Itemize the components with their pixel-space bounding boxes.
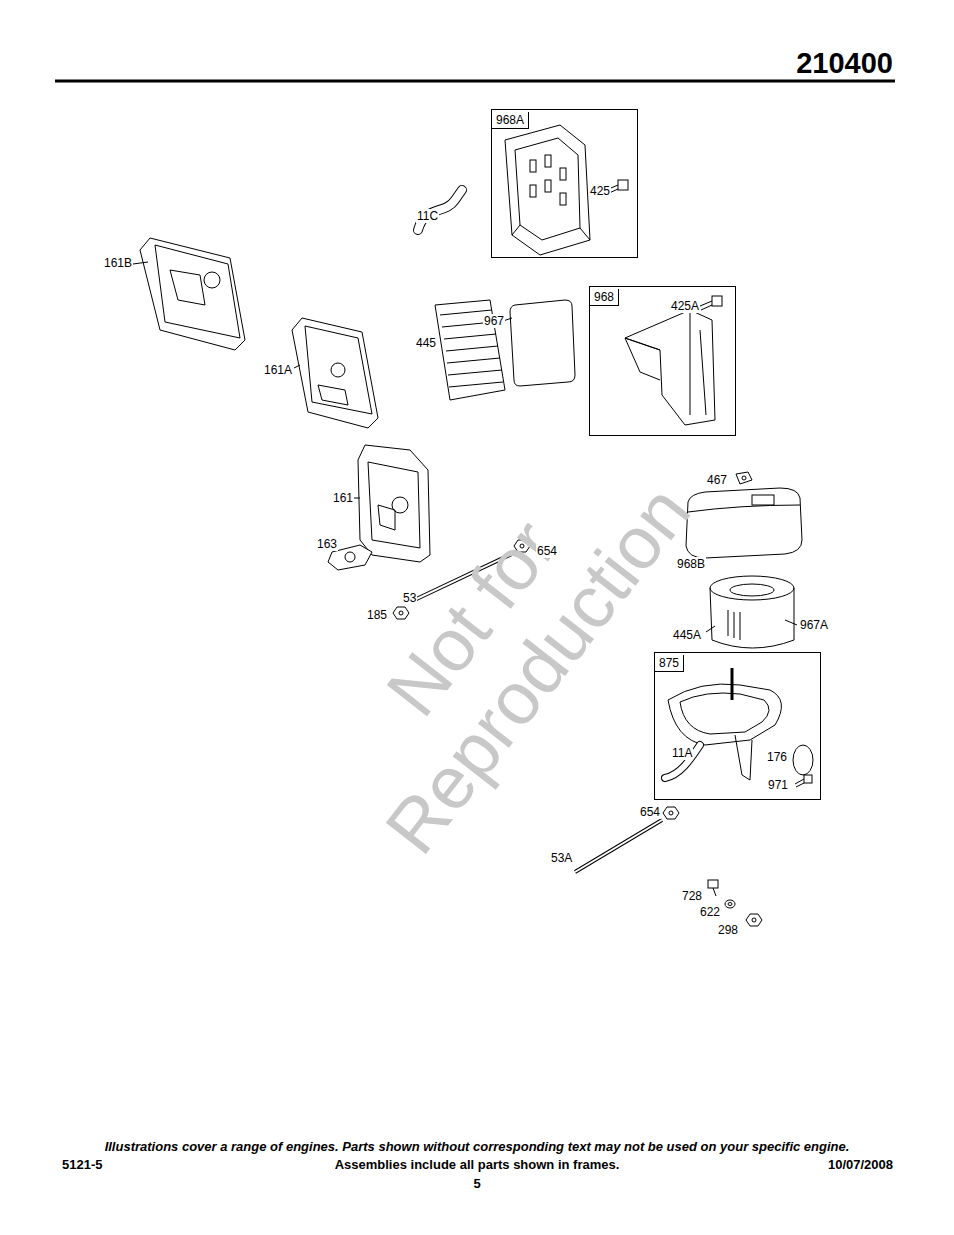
- assembly-number: 968: [590, 289, 619, 306]
- footer-text: 5121-5: [62, 1158, 102, 1172]
- footer-text: Assemblies include all parts shown in fr…: [277, 1158, 677, 1172]
- callout-number: 161: [332, 491, 354, 505]
- footer-text: Illustrations cover a range of engines. …: [40, 1140, 914, 1154]
- callout-number: 161B: [103, 256, 133, 270]
- air-cleaner-cover: [625, 296, 722, 425]
- header-rule: [55, 80, 895, 83]
- callout-number: 654: [639, 805, 661, 819]
- callout-number: 425A: [670, 299, 700, 313]
- air-cleaner-base: [505, 125, 590, 255]
- callout-number: 163: [316, 537, 338, 551]
- nut: [746, 914, 762, 926]
- assembly-frame: 968: [589, 286, 736, 436]
- page-title: 210400: [796, 47, 893, 79]
- callout-number: 298: [717, 923, 739, 937]
- callout-number: 176: [766, 750, 788, 764]
- nut: [393, 607, 409, 619]
- callout-number: 467: [706, 473, 728, 487]
- callout-number: 161A: [263, 363, 293, 377]
- assembly-frame: 968A: [491, 109, 638, 258]
- callout-number: 425: [589, 184, 611, 198]
- callout-number: 185: [366, 608, 388, 622]
- callout-number: 968B: [676, 557, 706, 571]
- callout-number: 445: [415, 336, 437, 350]
- footer-text: 5: [277, 1177, 677, 1191]
- callout-number: 967: [483, 314, 505, 328]
- callout-number: 53A: [550, 851, 573, 865]
- filter-cartridge: [706, 576, 797, 648]
- pre-cleaner: [500, 300, 575, 386]
- valve-cover: [133, 238, 245, 350]
- valve-cover: [292, 318, 378, 428]
- watermark: Not for Reproduction: [279, 387, 732, 900]
- assembly-frame: 875: [654, 652, 821, 800]
- nut: [663, 807, 679, 819]
- washer: [725, 900, 735, 908]
- air-filter: [418, 300, 505, 400]
- callout-number: 11A: [671, 746, 693, 760]
- callout-number: 967A: [799, 618, 829, 632]
- assembly-number: 875: [655, 655, 684, 672]
- screw: [708, 880, 718, 896]
- callout-number: 11C: [416, 209, 439, 223]
- stud: [575, 820, 662, 872]
- callout-number: 971: [767, 778, 789, 792]
- air-cleaner-base: [665, 668, 781, 780]
- callout-number: 445A: [672, 628, 702, 642]
- callout-number: 622: [699, 905, 721, 919]
- o-ring: [793, 745, 813, 775]
- valve-cover: [354, 445, 430, 562]
- screw: [795, 775, 812, 787]
- callout-number: 654: [536, 544, 558, 558]
- knob: [736, 472, 752, 484]
- assembly-number: 968A: [492, 112, 529, 129]
- callout-number: 728: [681, 889, 703, 903]
- callout-number: 53: [402, 591, 417, 605]
- footer-text: 10/07/2008: [828, 1158, 893, 1172]
